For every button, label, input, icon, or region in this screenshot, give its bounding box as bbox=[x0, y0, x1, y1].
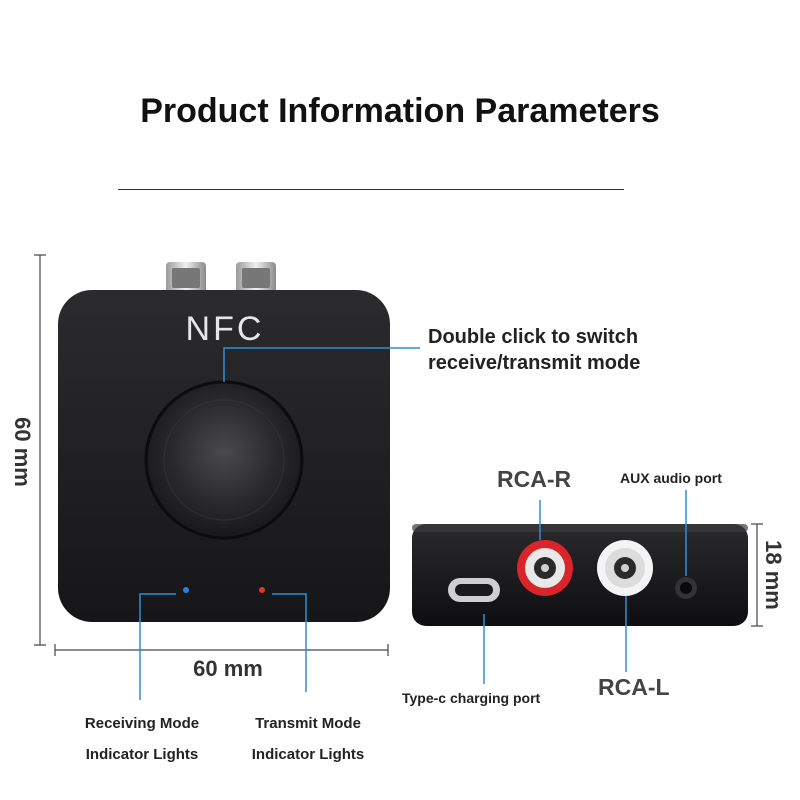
blue-led-icon bbox=[183, 587, 189, 593]
receiving-callout-line1: Receiving Mode bbox=[84, 715, 200, 732]
transmit-callout-line2: Indicator Lights bbox=[251, 746, 365, 763]
aux-port-icon bbox=[675, 577, 697, 599]
device-side-body bbox=[412, 524, 748, 626]
nfc-label: NFC bbox=[185, 310, 265, 348]
page-title: Product Information Parameters bbox=[140, 92, 660, 130]
button-callout-line2: receive/transmit mode bbox=[428, 352, 641, 374]
title-divider bbox=[118, 189, 624, 190]
receiving-callout: Receiving Mode Indicator Lights bbox=[62, 708, 222, 770]
width-dimension-line bbox=[54, 644, 389, 656]
receiving-callout-line2: Indicator Lights bbox=[85, 746, 199, 763]
typec-label: Type-c charging port bbox=[402, 690, 541, 706]
depth-dimension-line bbox=[751, 523, 763, 627]
height-dimension-line bbox=[34, 254, 46, 646]
button-callout-line1: Double click to switch bbox=[428, 326, 639, 348]
width-dimension-label: 60 mm bbox=[193, 656, 263, 681]
rca-r-jack-icon bbox=[517, 540, 573, 596]
rca-l-jack-icon bbox=[597, 540, 653, 596]
rca-r-label: RCA-R bbox=[497, 466, 572, 492]
transmit-callout-line1: Transmit Mode bbox=[255, 715, 361, 732]
button-callout: Double click to switch receive/transmit … bbox=[428, 324, 640, 376]
depth-dimension-label: 18 mm bbox=[761, 540, 786, 610]
callout-lines bbox=[139, 347, 687, 700]
top-rca-jacks bbox=[166, 262, 276, 294]
rca-l-label: RCA-L bbox=[598, 674, 670, 700]
nfc-button bbox=[144, 380, 304, 540]
transmit-callout: Transmit Mode Indicator Lights bbox=[228, 708, 388, 770]
red-led-icon bbox=[259, 587, 265, 593]
aux-label: AUX audio port bbox=[620, 470, 722, 486]
height-dimension-label: 60 mm bbox=[10, 417, 35, 487]
